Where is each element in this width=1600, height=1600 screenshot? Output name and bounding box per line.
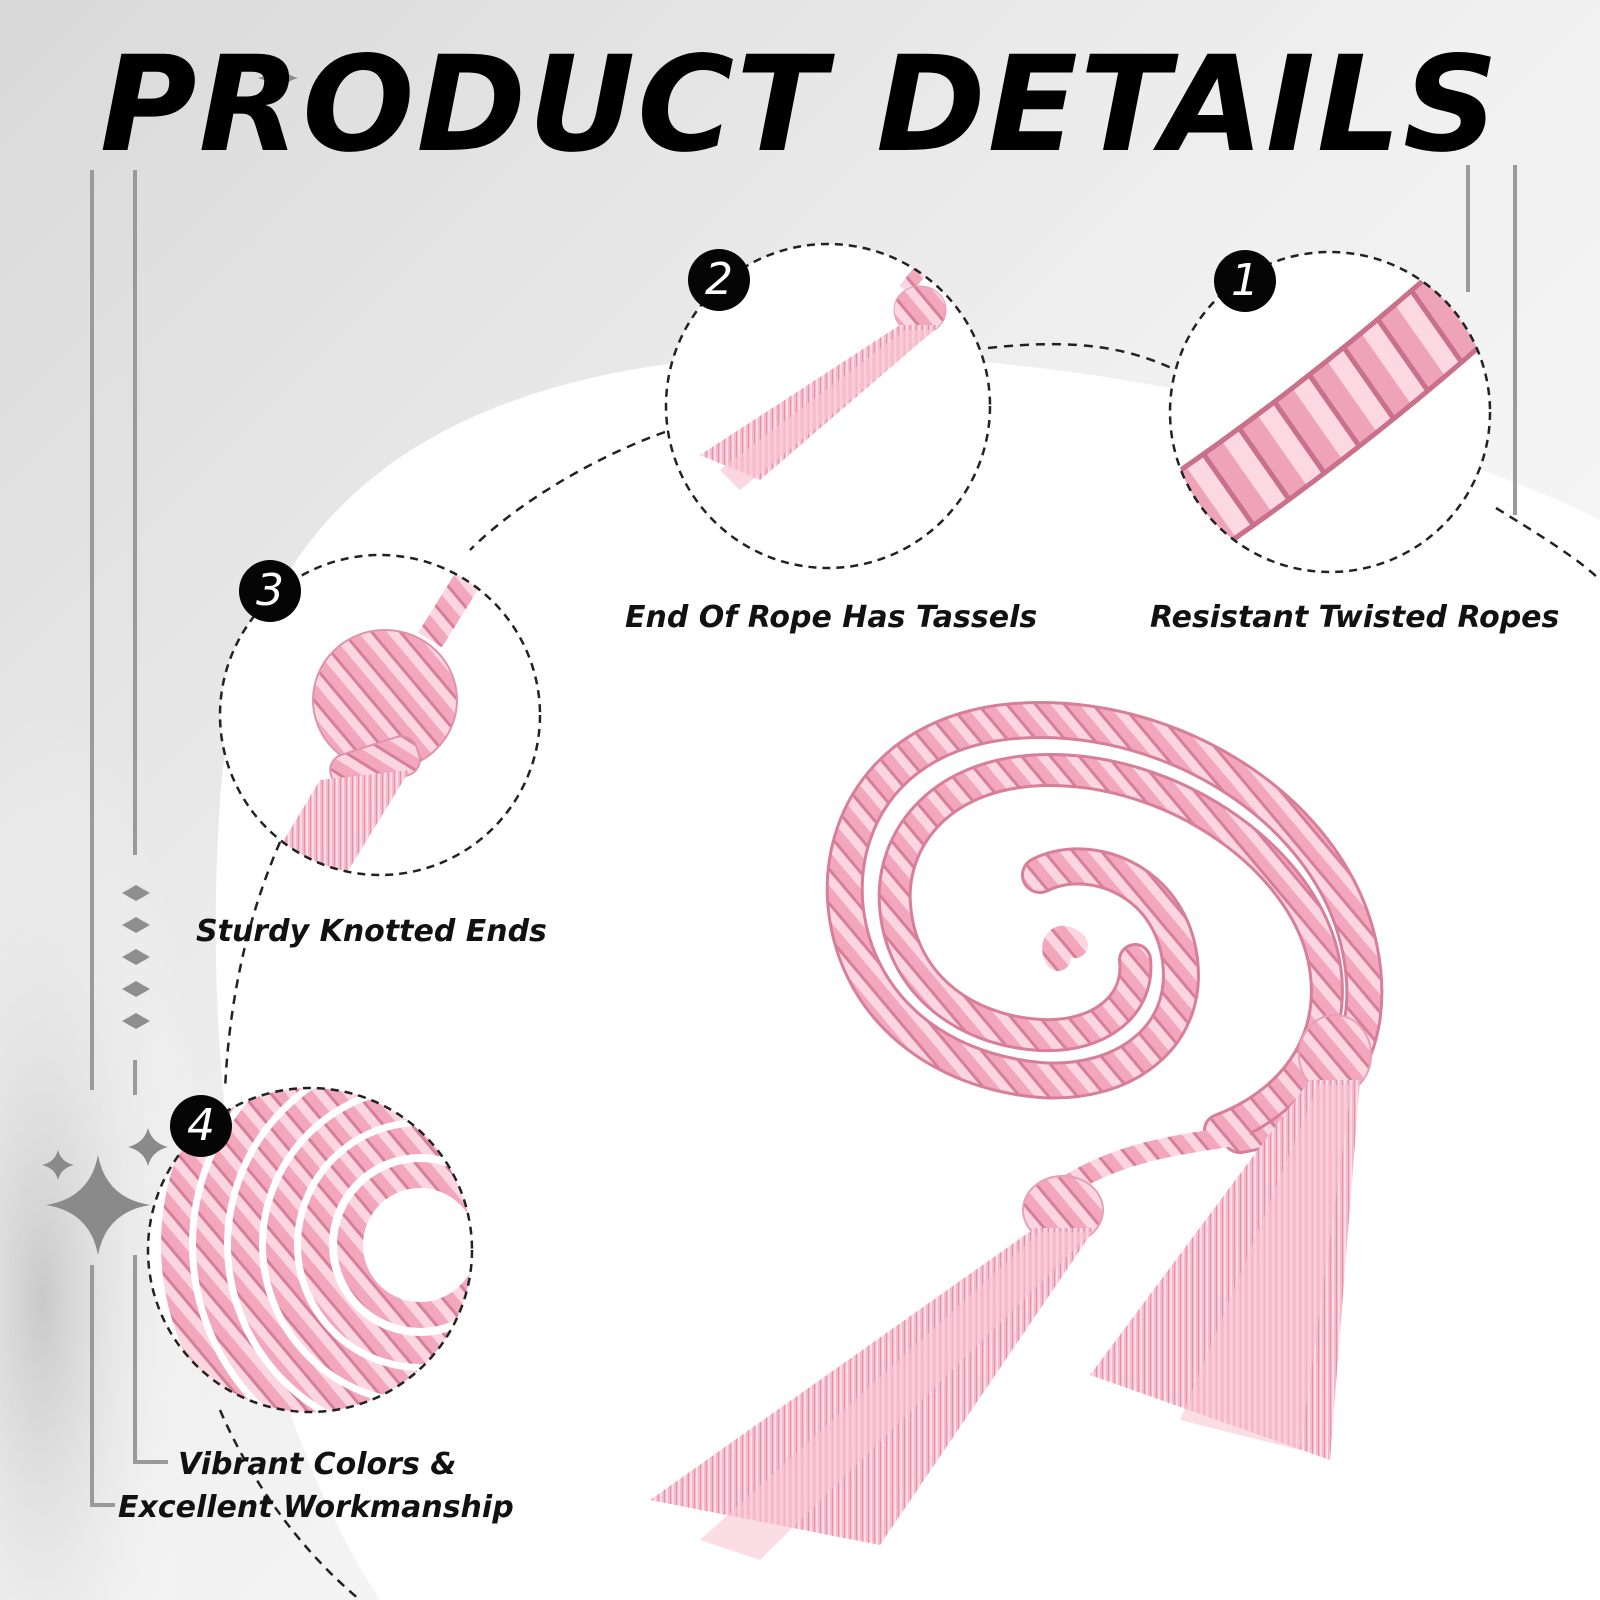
badge-4: 4 [170,1095,232,1157]
label-end-of-rope-has-tassels: End Of Rope Has Tassels [625,600,1038,635]
four-point-star-icon [42,58,298,1255]
diamond-marker-icon [122,949,150,965]
page-title: PRODUCT DETAILS [99,28,1501,182]
label-resistant-twisted-ropes: Resistant Twisted Ropes [1150,600,1560,635]
diamond-marker-icon [122,917,150,933]
diamond-marker-icons [122,885,150,1029]
main-product-coiled-rope [650,700,1384,1560]
callout-1-circle [1168,250,1492,574]
label-vibrant-colors: Vibrant Colors & [178,1447,457,1482]
decorative-frame-lines [90,165,1517,1507]
diamond-marker-icon [122,1013,150,1029]
label-excellent-workmanship: Excellent Workmanship [118,1490,514,1525]
diamond-marker-icon [122,981,150,997]
label-sturdy-knotted-ends: Sturdy Knotted Ends [196,914,547,949]
badge-3: 3 [239,560,301,622]
diamond-marker-icon [122,885,150,901]
dashed-connector-arc [218,342,1600,1600]
badge-2: 2 [688,249,750,311]
badge-1: 1 [1214,250,1276,312]
callout-4-circle [146,1086,474,1414]
